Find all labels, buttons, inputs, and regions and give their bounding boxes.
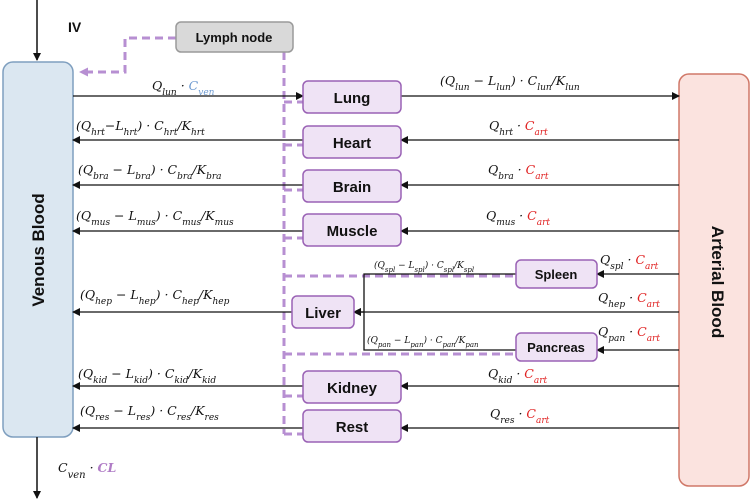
eq-rest-in: Qres · Cart	[490, 406, 550, 426]
liver-label: Liver	[305, 305, 341, 322]
pancreas-label: Pancreas	[527, 340, 585, 355]
eq-brain-out: (Qbra − Lbra) · Cbra/Kbra	[78, 162, 222, 182]
eq-kidney-in: Qkid · Cart	[488, 366, 548, 386]
brain-box	[302, 169, 402, 203]
lung-label: Lung	[334, 90, 371, 107]
blood-flow-arrows	[72, 92, 680, 432]
venous-blood-box	[2, 61, 74, 438]
eq-brain-in: Qbra · Cart	[488, 162, 549, 182]
spleen-label: Spleen	[535, 267, 578, 282]
lymph-node-label: Lymph node	[196, 30, 273, 45]
eq-lung-in: Qlun · Cven	[152, 78, 215, 98]
eq-liver-in: Qhep · Cart	[598, 290, 660, 310]
eq-heart-out: (Qhrt−Lhrt) · Chrt/Khrt	[76, 118, 205, 138]
pancreas-box	[515, 332, 598, 362]
muscle-label: Muscle	[327, 223, 378, 240]
eq-clearance: Cven · CL	[58, 460, 116, 481]
iv-label: IV	[68, 19, 82, 35]
spleen-box	[515, 259, 598, 289]
venous-blood-label: Venous Blood	[29, 193, 48, 306]
eq-spleen-out: (Qspl − Lspl) · Cspl/Kspl	[374, 260, 474, 274]
eq-lung-out: (Qlun − Llun) · Clun/Klun	[440, 73, 580, 93]
arterial-blood-label: Arterial Blood	[708, 226, 727, 338]
heart-label: Heart	[333, 135, 371, 152]
eq-liver-out: (Qhep − Lhep) · Chep/Khep	[80, 287, 230, 307]
liver-box	[291, 295, 355, 329]
arterial-blood-box	[678, 73, 750, 487]
kidney-label: Kidney	[327, 380, 378, 397]
eq-pancreas-out: (Qpan − Lpan) · Cpan/Kpan	[367, 335, 479, 349]
eq-muscle-out: (Qmus − Lmus) · Cmus/Kmus	[76, 208, 234, 228]
organ-boxes: Lung Heart Brain Muscle Spleen Liver Pan…	[291, 80, 598, 443]
eq-spleen-in: Qspl · Cart	[600, 252, 659, 272]
eq-heart-in: Qhrt · Cart	[489, 118, 548, 138]
rest-label: Rest	[336, 419, 369, 436]
eq-pancreas-in: Qpan · Cart	[598, 324, 660, 344]
eq-kidney-out: (Qkid − Lkid) · Ckid/Kkid	[78, 366, 216, 386]
brain-label: Brain	[333, 179, 371, 196]
lymph-node-box	[175, 21, 294, 53]
muscle-box	[302, 213, 402, 247]
flow-equations: Qlun · Cven (Qlun − Llun) · Clun/Klun (Q…	[58, 73, 660, 481]
rest-box	[302, 409, 402, 443]
eq-muscle-in: Qmus · Cart	[486, 208, 550, 228]
heart-box	[302, 125, 402, 159]
eq-rest-out: (Qres − Lres) · Cres/Kres	[80, 403, 219, 423]
lung-box	[302, 80, 402, 114]
lymph-flow-lines	[79, 36, 516, 436]
kidney-box	[302, 370, 402, 404]
